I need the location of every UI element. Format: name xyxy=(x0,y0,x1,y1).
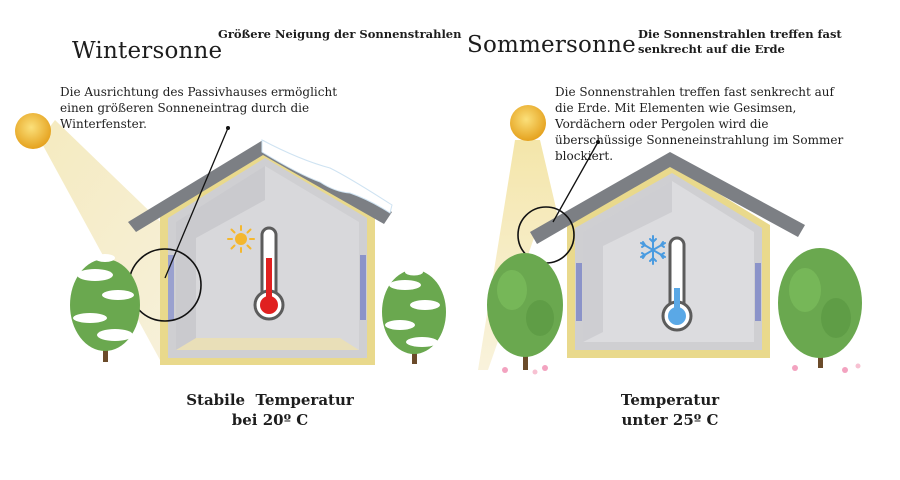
winter-label-line1: Stabile Temperatur xyxy=(186,391,354,409)
winter-subtitle: Größere Neigung der Sonnenstrahlen xyxy=(218,27,462,41)
winter-sun xyxy=(15,113,51,149)
summer-tree-left xyxy=(487,253,563,375)
summer-note: Die Sonnenstrahlen treffen fast senkrech… xyxy=(555,85,844,163)
winter-tree-right xyxy=(382,268,446,364)
winter-note: Die Ausrichtung des Passivhauses ermögli… xyxy=(60,85,338,131)
summer-tree-right xyxy=(778,248,862,373)
summer-label-line1: Temperatur xyxy=(620,391,720,409)
summer-subtitle-line2: senkrecht auf die Erde xyxy=(638,42,785,56)
summer-label-line2: unter 25º C xyxy=(621,411,719,429)
summer-scene xyxy=(478,105,862,375)
winter-temperature-label: Stabile Temperatur bei 20º C xyxy=(175,390,365,430)
summer-subtitle: Die Sonnenstrahlen treffen fast senkrech… xyxy=(638,27,842,57)
winter-label-line2: bei 20º C xyxy=(231,411,309,429)
summer-subtitle-line1: Die Sonnenstrahlen treffen fast xyxy=(638,27,842,41)
winter-scene xyxy=(15,113,446,365)
summer-roof xyxy=(530,152,805,244)
winter-thermometer xyxy=(253,226,285,321)
summer-temperature-label: Temperatur unter 25º C xyxy=(580,390,760,430)
winter-house xyxy=(128,139,393,365)
summer-thermometer xyxy=(661,236,693,332)
summer-sun xyxy=(510,105,546,141)
sun-icon xyxy=(227,225,255,253)
winter-title: Wintersonne xyxy=(72,38,223,64)
summer-title: Sommersonne xyxy=(467,32,636,58)
winter-tree-left xyxy=(70,254,140,362)
summer-house xyxy=(530,152,805,358)
snowflake-icon xyxy=(640,235,666,265)
